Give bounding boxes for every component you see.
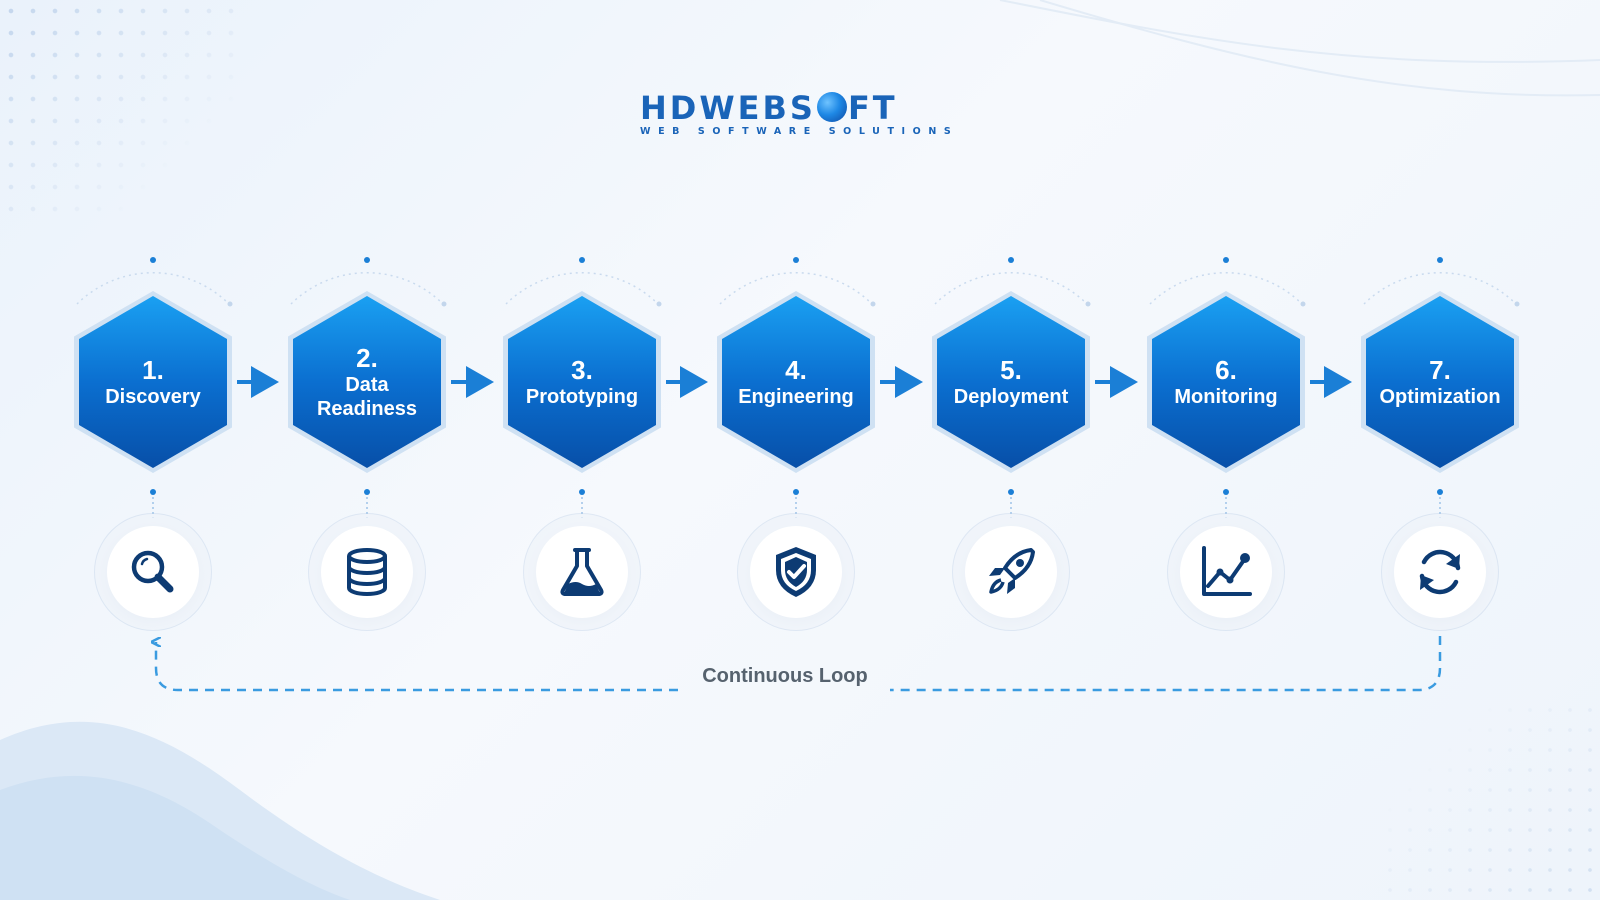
step-number: 6.: [1215, 355, 1237, 385]
icon-badge-6: [1180, 526, 1272, 618]
orbit-arc-5: [934, 271, 1088, 305]
flask-icon: [560, 548, 604, 596]
refresh-icon: [1419, 549, 1461, 595]
connector-dot-2: [364, 489, 370, 495]
connector-dot-5: [1008, 489, 1014, 495]
step-hexagon-7: 7.Optimization: [1361, 291, 1519, 473]
orbit-side-dot-3: [656, 301, 662, 307]
step-label: Monitoring: [1174, 386, 1278, 408]
icon-badge-4: [750, 526, 842, 618]
orbit-dot-2: [364, 257, 370, 263]
globe-icon: [816, 92, 847, 122]
brand-name-part-1: HDWEBS: [640, 89, 816, 127]
step-label: Engineering: [738, 386, 854, 408]
brand-tagline: WEB SOFTWARE SOLUTIONS: [640, 126, 959, 137]
connector-dot-4: [793, 489, 799, 495]
orbit-side-dot-7: [1514, 301, 1520, 307]
connector-dot-3: [579, 489, 585, 495]
shield-check-icon: [776, 547, 816, 597]
step-label: Deployment: [953, 386, 1069, 408]
orbit-arc-1: [76, 271, 230, 305]
step-number: 5.: [1000, 355, 1022, 385]
orbit-arc-7: [1363, 271, 1517, 305]
step-number: 7.: [1429, 355, 1451, 385]
brand-name: HDWEBS FT: [640, 88, 940, 128]
brand-logo: HDWEBS FT WEB SOFTWARE SOLUTIONS: [640, 88, 959, 137]
connector-dot-6: [1223, 489, 1229, 495]
step-number: 2.: [356, 343, 378, 373]
step-label: Data Readiness: [316, 374, 418, 420]
step-number: 3.: [571, 355, 593, 385]
loop-line-right: [890, 636, 1442, 692]
step-hexagon-4: 4.Engineering: [717, 291, 875, 473]
orbit-dot-3: [579, 257, 585, 263]
icon-badge-3: [536, 526, 628, 618]
orbit-arc-4: [719, 271, 873, 305]
dot-pattern-top-left: [0, 0, 240, 220]
loop-line-left: [156, 642, 678, 692]
orbit-dot-1: [150, 257, 156, 263]
step-hexagon-2: 2.Data Readiness: [288, 291, 446, 473]
icon-badge-1: [107, 526, 199, 618]
orbit-side-dot-2: [441, 301, 447, 307]
wave-line-top-right: [999, 0, 1600, 63]
step-label: Prototyping: [525, 386, 639, 408]
database-icon: [347, 548, 387, 596]
dot-pattern-bottom-right: [1380, 700, 1600, 900]
step-hexagon-1: 1.Discovery: [74, 291, 232, 473]
orbit-arc-6: [1149, 271, 1303, 305]
wave-front: [0, 775, 350, 900]
step-hexagon-5: 5.Deployment: [932, 291, 1090, 473]
step-label: Optimization: [1379, 386, 1501, 408]
orbit-dot-6: [1223, 257, 1229, 263]
search-icon: [131, 550, 174, 593]
step-label: Discovery: [105, 386, 201, 408]
step-hexagon-6: 6.Monitoring: [1147, 291, 1305, 473]
connector-dot-1: [150, 489, 156, 495]
icon-badge-5: [965, 526, 1057, 618]
orbit-side-dot-4: [870, 301, 876, 307]
orbit-dot-7: [1437, 257, 1443, 263]
line-chart-icon: [1202, 546, 1252, 596]
brand-name-part-2: FT: [847, 89, 898, 127]
orbit-dot-5: [1008, 257, 1014, 263]
step-number: 4.: [785, 355, 807, 385]
continuous-loop-label: Continuous Loop: [702, 665, 868, 687]
icon-badge-2: [321, 526, 413, 618]
icon-badge-7: [1394, 526, 1486, 618]
orbit-side-dot-6: [1300, 301, 1306, 307]
orbit-arc-3: [505, 271, 659, 305]
connector-dot-7: [1437, 489, 1443, 495]
orbit-side-dot-1: [227, 301, 233, 307]
orbit-dot-4: [793, 257, 799, 263]
orbit-side-dot-5: [1085, 301, 1091, 307]
rocket-icon: [989, 548, 1035, 594]
step-number: 1.: [142, 355, 164, 385]
orbit-arc-2: [290, 271, 444, 305]
wave-line-top-right-2: [1039, 0, 1600, 97]
